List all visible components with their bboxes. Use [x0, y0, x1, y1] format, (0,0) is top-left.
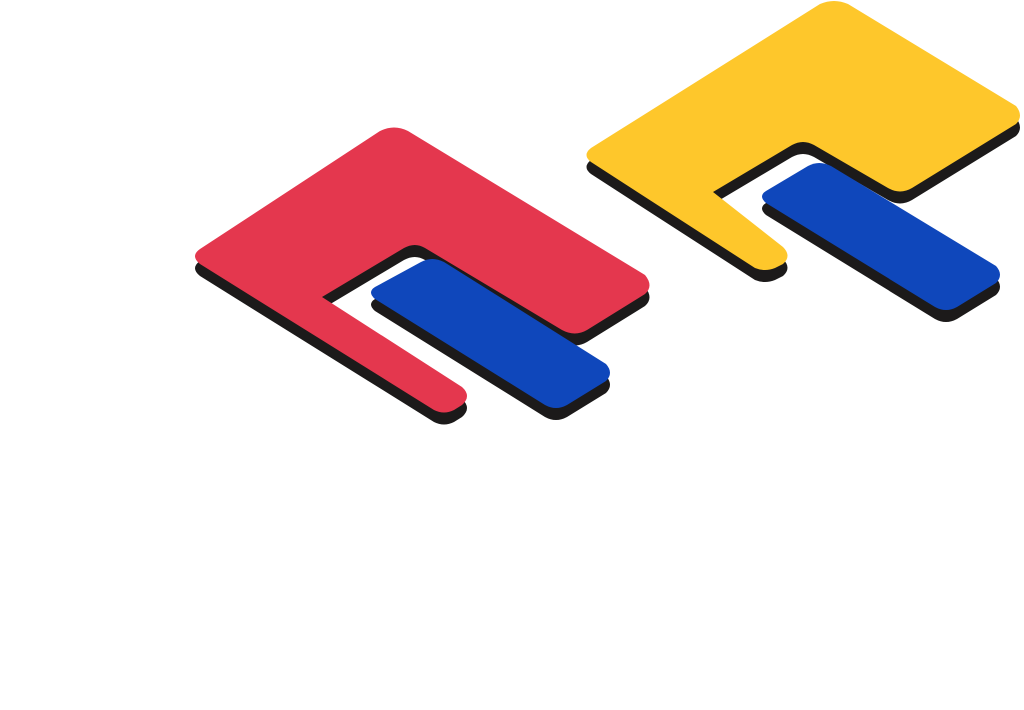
left-emblem — [195, 127, 650, 425]
left-blue-bar-shape — [371, 259, 610, 408]
right-emblem — [586, 1, 1020, 322]
right-blue-bar-shape — [762, 163, 1000, 310]
yellow-frame-shape — [586, 1, 1020, 270]
red-frame-shape — [195, 127, 650, 413]
